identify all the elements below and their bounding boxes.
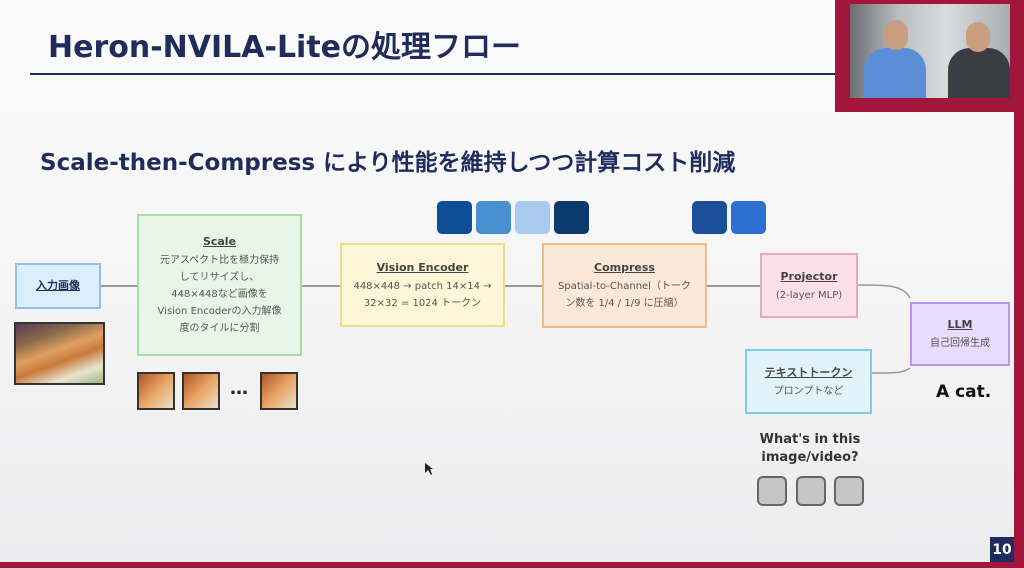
text-token-square (834, 476, 864, 506)
page-number: 10 (990, 537, 1014, 562)
text-token-square (757, 476, 787, 506)
input-image-label: 入力画像 (36, 278, 80, 292)
arrow-scale-encoder (302, 285, 340, 287)
question-line: What's in this (759, 432, 861, 447)
llm-title: LLM (947, 318, 973, 331)
vision-encoder-text: 32×32 = 1024 トークン (363, 297, 482, 309)
scale-text: 元アスペクト比を極力保持 (159, 255, 280, 266)
arrow-input-scale (101, 285, 137, 287)
compress-text: Spatial-to-Channel（トーク (558, 281, 691, 292)
compress-box: Compress Spatial-to-Channel（トーク ン数を 1/4 … (542, 243, 707, 328)
mouse-cursor-icon (425, 463, 433, 475)
presenter-left (864, 48, 926, 98)
scale-text: 448×448など画像を (171, 289, 268, 300)
scale-text: Vision Encoderの入力解像 (157, 306, 282, 317)
llm-output: A cat. (936, 382, 992, 402)
projector-text: (2-layer MLP) (775, 289, 843, 301)
text-tokens-title: テキストトークン (764, 365, 853, 379)
image-tile (260, 372, 298, 410)
compress-text: ン数を 1/4 / 1/9 に圧縮） (565, 298, 684, 309)
scale-title: Scale (202, 235, 237, 248)
text-tokens-box: テキストトークン プロンプトなど (745, 349, 872, 414)
presenter-right-head (966, 22, 990, 52)
webcam-video (850, 4, 1010, 98)
arrows-to-llm (858, 284, 911, 374)
presenter-right (948, 48, 1010, 98)
llm-text: 自己回帰生成 (930, 338, 990, 349)
compressed-token-square (731, 201, 766, 234)
text-tokens-text: プロンプトなど (773, 385, 844, 397)
vision-encoder-text: 448×448 → patch 14×14 → (353, 280, 492, 292)
tiles-ellipsis: … (230, 378, 248, 399)
vision-encoder-box: Vision Encoder 448×448 → patch 14×14 → 3… (340, 243, 505, 327)
llm-box: LLM 自己回帰生成 (910, 302, 1010, 366)
image-tile (182, 372, 220, 410)
vision-encoder-title: Vision Encoder (376, 260, 469, 274)
visual-token-square (437, 201, 472, 234)
cat-image (14, 322, 105, 385)
presenter-left-head (884, 20, 908, 50)
visual-token-square (476, 201, 511, 234)
scale-text: してリサイズし、 (179, 272, 260, 283)
webcam-overlay (835, 0, 1014, 112)
arrow-encoder-compress (505, 285, 542, 287)
arrow-compress-projector (707, 285, 760, 287)
projector-box: Projector (2-layer MLP) (760, 253, 858, 318)
frame-right (1014, 0, 1024, 568)
text-token-square (796, 476, 826, 506)
question-line: image/video? (761, 450, 859, 465)
scale-box: Scale 元アスペクト比を極力保持 してリサイズし、 448×448など画像を… (137, 214, 302, 356)
title-divider (30, 73, 835, 75)
projector-title: Projector (780, 269, 838, 283)
slide-subtitle: Scale-then-Compress により性能を維持しつつ計算コスト削減 (40, 150, 736, 176)
compressed-token-square (692, 201, 727, 234)
visual-token-square (515, 201, 550, 234)
question-text: What's in this image/video? (745, 431, 875, 467)
image-tile (137, 372, 175, 410)
input-image-box: 入力画像 (15, 263, 101, 309)
visual-token-square (554, 201, 589, 234)
slide-title: Heron-NVILA-Liteの処理フロー (48, 30, 522, 65)
compress-title: Compress (594, 261, 655, 274)
scale-text: 度のタイルに分割 (179, 323, 260, 334)
frame-bottom (0, 562, 1024, 568)
